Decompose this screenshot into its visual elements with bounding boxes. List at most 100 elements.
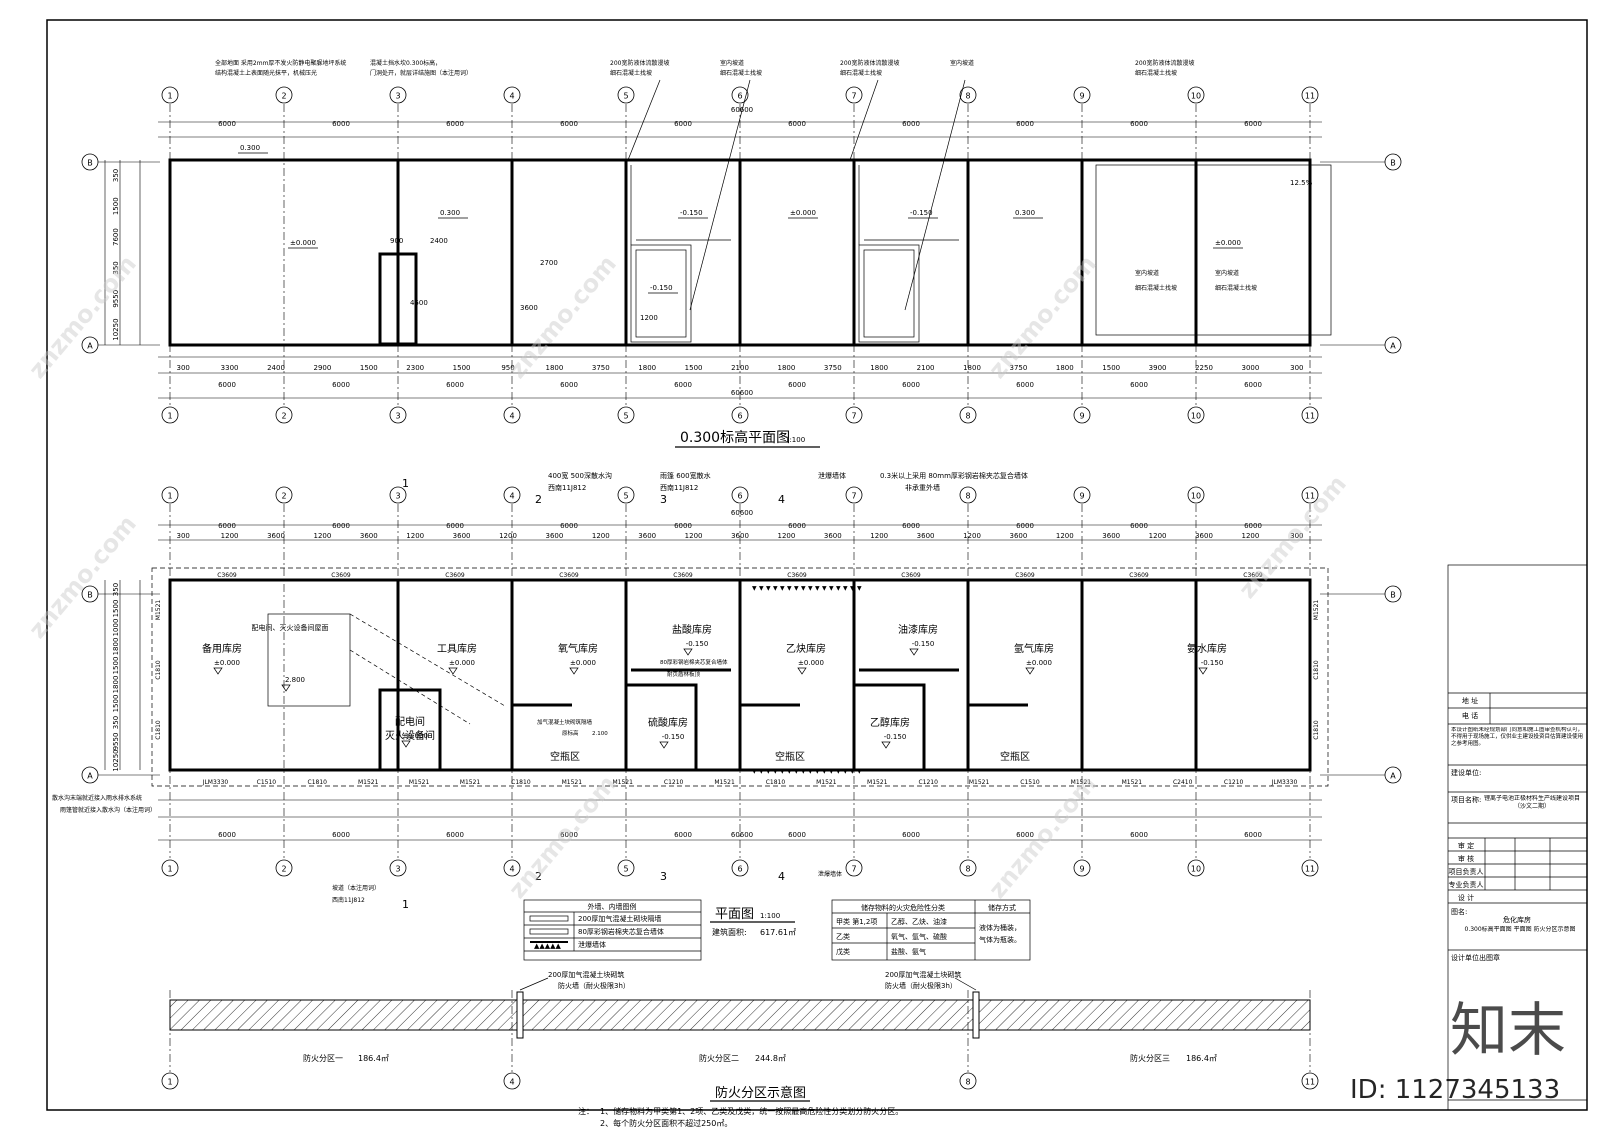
top-axis-bubble <box>503 86 521 104</box>
main-bottom-axis-label: 4 <box>509 865 514 874</box>
seg-dim: 2300 <box>406 364 424 372</box>
top-note: 细石混凝土找坡 <box>720 69 762 77</box>
watermark-diagonal: znzmo.com <box>983 770 1102 904</box>
seg-dim: 3600 <box>824 532 842 540</box>
main-bottom-axis-label: 6 <box>737 865 742 874</box>
section-mark: 2 <box>535 870 542 883</box>
fire-legend-header-2: 储存方式 <box>988 903 1016 912</box>
span-dim: 6000 <box>1016 831 1034 839</box>
zone-3-label: 防火分区三 <box>1130 1053 1170 1063</box>
seg-dim: 1800 <box>963 364 981 372</box>
row-axis-label: A <box>87 772 93 781</box>
main-bottom-axis-bubble <box>1073 859 1091 877</box>
zone-1-label: 防火分区一 <box>303 1053 343 1063</box>
span-dim: 6000 <box>1244 831 1262 839</box>
window-label-bottom: C1510 <box>1020 779 1040 786</box>
room-level: -0.150 <box>1201 659 1224 667</box>
vent-mark-icon: ▼ <box>808 768 813 775</box>
top-bottom-axis-label: 11 <box>1305 412 1315 421</box>
seg-dim: 1200 <box>592 532 610 540</box>
seg-dim: 1200 <box>1149 532 1167 540</box>
level-triangle-icon <box>797 667 807 675</box>
span-dim: 6000 <box>446 831 464 839</box>
row-axis-label: B <box>1390 159 1396 168</box>
span-dim: 6000 <box>332 522 350 530</box>
room-name: 工具库房 <box>437 642 477 655</box>
window-label-bottom: M1521 <box>714 779 735 786</box>
top-plan-scale: 1:100 <box>785 436 805 444</box>
notes-line-2: 2、每个防火分区面积不超过250㎡。 <box>600 1118 732 1128</box>
top-level-mark: -0.150 <box>910 209 933 217</box>
top-bottom-axis-bubble <box>1073 406 1091 424</box>
seg-dim: 1800 <box>638 364 656 372</box>
tb-disclaimer: 本设计图纸未经规划部门同意和施工图审查机构认可，不得用于现场施工，仅供业主建设投… <box>1451 727 1584 747</box>
top-inner-dim: 3600 <box>520 304 538 312</box>
room-level: ±0.000 <box>1026 659 1052 667</box>
top-note: 细石混凝土找坡 <box>840 69 882 77</box>
top-level-mark: -0.150 <box>680 209 703 217</box>
main-top-note: 西南11J812 <box>548 483 586 492</box>
window-label-top: C3609 <box>1015 572 1035 579</box>
window-label-bottom: M1521 <box>562 779 583 786</box>
notes-line-1: 1、储存物料为甲类第1、2项、乙类及戊类，统一按照最高危险性分类划分防火分区。 <box>600 1106 903 1116</box>
vent-mark-icon: ▼ <box>780 585 785 592</box>
seg-dim: 3900 <box>1149 364 1167 372</box>
fire-class-2: 乙类 <box>836 932 850 941</box>
top-note: 混凝土挡水坎0.300标高， <box>370 59 441 67</box>
fire-zone-title: 防火分区示意图 <box>715 1085 806 1101</box>
main-axis-label: 10 <box>1191 492 1201 501</box>
span-dim: 6000 <box>218 522 236 530</box>
row-axis-label: A <box>87 342 93 351</box>
watermarks: 知末 ID: 1127345133 znzmo.comznzmo.comznzm… <box>23 250 1566 1105</box>
main-bottom-axis-bubble <box>731 859 749 877</box>
top-level-mark: 0.300 <box>440 209 460 217</box>
window-label-top: C3609 <box>787 572 807 579</box>
span-dim: 6000 <box>902 120 920 128</box>
zone-2-label: 防火分区二 <box>699 1053 739 1063</box>
span-dim: 6000 <box>674 831 692 839</box>
vent-mark-icon: ▼ <box>836 768 841 775</box>
top-bottom-axis-label: 7 <box>851 412 856 421</box>
seg-dim: 1200 <box>963 532 981 540</box>
zone-axis-label: 11 <box>1305 1078 1315 1087</box>
span-dim: 6000 <box>1130 522 1148 530</box>
top-bottom-axis-bubble <box>503 406 521 424</box>
seg-dim: 1200 <box>499 532 517 540</box>
wall-legend: 外墙、内墙图例 ▲▲▲▲▲ 200厚加气混凝土砌块隔墙 80厚彩钢岩棉夹芯复合墙… <box>523 899 702 961</box>
vert-dim: 350 <box>112 169 120 182</box>
vert-dim: 1500 <box>112 600 120 618</box>
tb-field-lead: 专业负责人 <box>1449 880 1484 889</box>
vert-dim: 9550 <box>112 733 120 751</box>
vent-mark-icon: ▼ <box>766 585 771 592</box>
top-axis-label: 9 <box>1079 92 1084 101</box>
vert-dim: 1500 <box>112 695 120 713</box>
window-label-top: C3609 <box>331 572 351 579</box>
room-level: ±0.000 <box>402 732 428 740</box>
span-dim: 6000 <box>788 522 806 530</box>
fire-wall-1-note-a: 200厚加气混凝土块砌筑 <box>548 970 624 979</box>
span-dim: 6000 <box>674 120 692 128</box>
main-left-note: 雨篷管就近接入散水沟（本注用词） <box>60 806 156 814</box>
room-name: 油漆库房 <box>898 623 938 636</box>
wall-note: 原标高 <box>562 729 579 737</box>
seg-dim: 3600 <box>917 532 935 540</box>
top-total-dim-bottom: 60600 <box>731 389 753 397</box>
main-bottom-note: 泄爆墙体 <box>818 870 842 878</box>
zone-axis-bubble <box>503 1072 521 1090</box>
window-label-bottom: C1810 <box>308 779 328 786</box>
top-bottom-axis-bubble <box>1301 406 1319 424</box>
top-axis-bubble <box>275 86 293 104</box>
seg-dim: 1200 <box>685 532 703 540</box>
window-label-bottom: M1521 <box>613 779 634 786</box>
slope-label: 细石混凝土找坡 <box>1135 284 1177 292</box>
top-note: 200宽防液体流散漫坡 <box>610 59 669 67</box>
seg-dim: 3600 <box>267 532 285 540</box>
vent-mark-icon: ▼ <box>822 585 827 592</box>
top-bottom-axis-bubble <box>1187 406 1205 424</box>
main-axis-label: 8 <box>965 492 970 501</box>
vent-mark-icon: ▼ <box>857 585 862 592</box>
vent-mark-icon: ▼ <box>773 585 778 592</box>
top-inner-dim: 1200 <box>640 314 658 322</box>
